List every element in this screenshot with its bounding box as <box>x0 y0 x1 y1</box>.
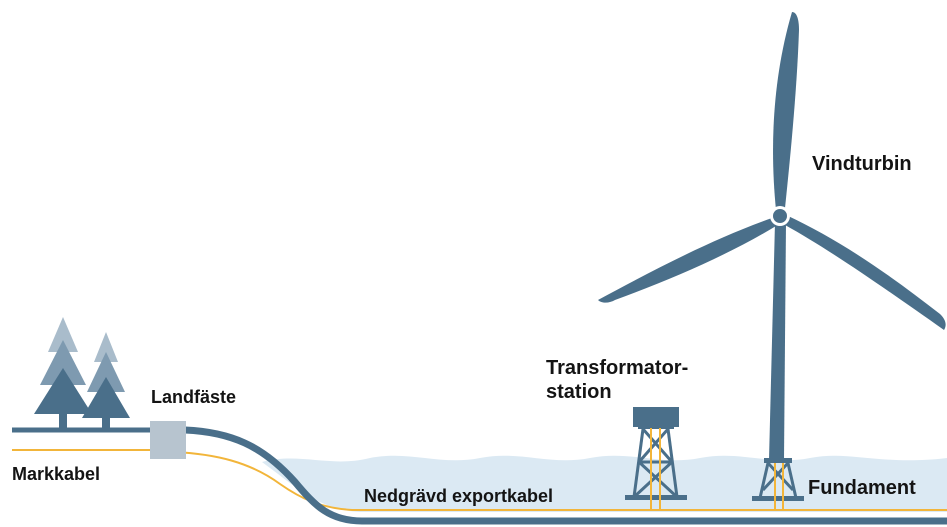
tree-front-trunk <box>102 416 110 429</box>
transformer-jacket <box>632 428 679 499</box>
tree-back-trunk <box>59 412 67 429</box>
turbine-blade-left <box>598 218 776 303</box>
label-landfaste: Landfäste <box>151 387 237 407</box>
transformer-top <box>633 407 679 427</box>
tree-back-low <box>34 368 92 414</box>
label-transformator-line1: Transformator- <box>546 357 689 379</box>
label-transformatorstation: Transformator- station <box>546 356 688 404</box>
label-transformator-line2: station <box>546 381 612 403</box>
land-cable <box>181 426 947 525</box>
wind-turbine <box>598 12 946 510</box>
turbine-tower <box>769 222 786 460</box>
label-vindturbin: Vindturbin <box>812 153 912 175</box>
label-exportkabel: Nedgrävd exportkabel <box>364 486 554 506</box>
tree-back-top <box>48 317 78 352</box>
tree-front-mid <box>87 352 125 392</box>
transformer-base <box>625 495 687 500</box>
turbine-hub-inner <box>773 209 787 223</box>
label-fundament: Fundament <box>808 477 916 499</box>
tree-back-mid <box>40 340 86 385</box>
turbine-blade-up <box>773 12 799 210</box>
tree-front-low <box>82 377 130 418</box>
foundation-top <box>764 458 792 463</box>
turbine-blade-right <box>785 215 946 330</box>
foundation-base <box>752 496 804 501</box>
export-cable <box>174 451 947 511</box>
tree-front-top <box>94 332 118 362</box>
transformer-station <box>625 407 687 510</box>
trees <box>34 317 130 429</box>
transformer-deck <box>638 426 674 429</box>
label-markkabel: Markkabel <box>12 464 101 484</box>
landfaste-box <box>150 421 186 459</box>
